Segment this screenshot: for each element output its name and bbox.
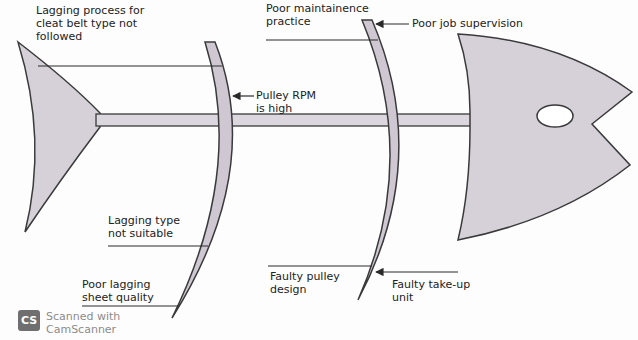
- cause-line: [82, 305, 178, 306]
- cause-label: Lagging process for cleat belt type not …: [36, 4, 154, 43]
- cause-label: Faulty take-up unit: [392, 278, 492, 304]
- cause-label: Poor job supervision: [412, 17, 552, 30]
- watermark-text: Scanned with CamScanner: [46, 310, 128, 336]
- cause-line: [268, 265, 372, 266]
- fish-tail: [18, 42, 100, 232]
- fish-rib: [358, 20, 399, 300]
- cause-arrow: [376, 271, 458, 272]
- cause-line: [108, 245, 208, 246]
- fish-spine: [96, 114, 472, 126]
- cause-label: Lagging type not suitable: [108, 214, 194, 240]
- cause-label: Faulty pulley design: [270, 270, 356, 296]
- fish-rib: [172, 42, 232, 318]
- fish-head: [458, 34, 632, 240]
- cause-label: Poor maintainence practice: [266, 2, 370, 28]
- cause-arrow: [376, 23, 409, 24]
- cause-label: Pulley RPM is high: [256, 89, 328, 115]
- cause-label: Poor lagging sheet quality: [82, 278, 168, 304]
- cause-line: [38, 65, 222, 66]
- cause-arrow: [233, 95, 254, 96]
- fish-eye: [537, 105, 573, 127]
- cause-line: [266, 39, 378, 40]
- watermark-logo: CS: [18, 310, 40, 331]
